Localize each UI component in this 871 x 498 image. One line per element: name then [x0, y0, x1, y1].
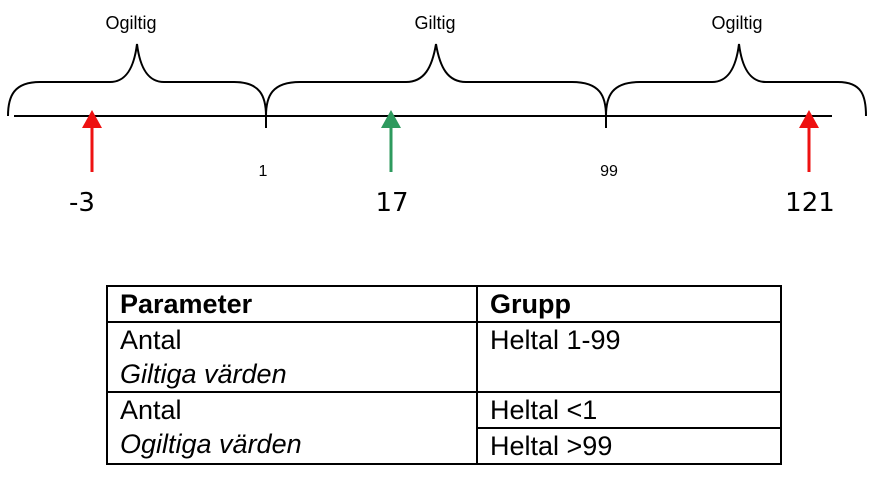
table-row: Antal Ogiltiga värden Heltal <1 — [106, 391, 782, 465]
test-value-121: 121 — [785, 188, 835, 218]
parameter-subtitle: Ogiltiga värden — [120, 429, 302, 459]
brace-invalid-left — [7, 43, 267, 117]
equivalence-partition-diagram: Ogiltig Giltig Ogiltig 1 99 -3 17 121 — [7, 13, 867, 218]
region-label-invalid-right: Ogiltig — [711, 13, 762, 33]
arrow-test-value-minus-3 — [82, 110, 102, 172]
arrow-test-value-17 — [381, 110, 401, 172]
header-parameter: Parameter — [106, 285, 478, 323]
parameter-name: Antal — [120, 325, 182, 355]
cell-group-valid: Heltal 1-99 — [476, 321, 782, 393]
cell-group-invalid-low: Heltal <1 — [476, 391, 782, 429]
table-row: Heltal >99 — [107, 427, 782, 465]
group-value: Heltal <1 — [490, 395, 598, 425]
arrow-test-value-121 — [799, 110, 819, 172]
header-grupp: Grupp — [476, 285, 782, 323]
test-value-17: 17 — [375, 188, 408, 218]
brace-invalid-right — [605, 43, 867, 117]
region-label-invalid-left: Ogiltig — [105, 13, 156, 33]
cell-parameter-invalid: Antal Ogiltiga värden — [106, 391, 478, 465]
table-header-row: Parameter Grupp — [106, 285, 782, 323]
region-label-valid: Giltig — [414, 13, 455, 33]
group-value: Heltal >99 — [490, 431, 613, 461]
parameter-subtitle: Giltiga värden — [120, 359, 287, 389]
group-value: Heltal 1-99 — [490, 325, 621, 355]
partition-table: Parameter Grupp Antal Giltiga värden Hel… — [106, 285, 782, 465]
brace-valid — [265, 43, 607, 117]
boundary-label-99: 99 — [600, 163, 618, 180]
table-row: Antal Giltiga värden Heltal 1-99 — [106, 321, 782, 393]
cell-parameter-valid: Antal Giltiga värden — [106, 321, 478, 393]
parameter-name: Antal — [120, 395, 182, 425]
cell-group-invalid-high: Heltal >99 — [476, 427, 782, 465]
boundary-label-1: 1 — [259, 163, 268, 180]
test-value-minus-3: -3 — [69, 188, 95, 218]
